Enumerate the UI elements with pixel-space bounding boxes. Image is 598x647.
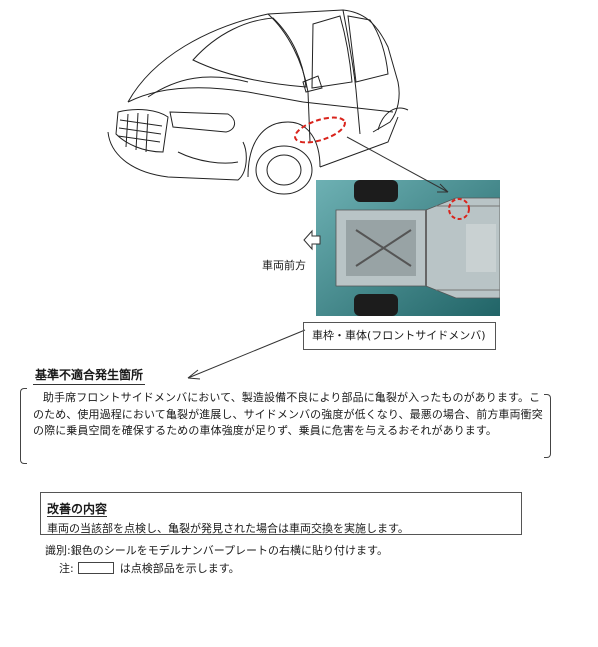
left-bracket: [20, 388, 27, 464]
improvement-heading: 改善の内容: [47, 502, 108, 517]
note-suffix: は点検部品を示します。: [119, 562, 240, 575]
underbody-photo: [316, 180, 500, 316]
note-prefix: 注:: [59, 562, 74, 575]
car-illustration: [107, 9, 409, 195]
improvement-box: 改善の内容 車両の当該部を点検し、亀裂が発見された場合は車両交換を実施します。: [40, 492, 522, 535]
nonconformity-location-heading: 基準不適合発生箇所: [33, 366, 146, 385]
right-bracket: [544, 394, 551, 458]
nonconformity-description: 助手席フロントサイドメンバにおいて、製造設備不良により部品に亀裂が入ったものがあ…: [33, 391, 543, 437]
note-line: 注: は点検部品を示します。: [59, 560, 240, 576]
identification-text: 識別:銀色のシールをモデルナンバープレートの右横に貼り付けます。: [45, 544, 388, 557]
part-callout-label: 車枠・車体(フロントサイドメンバ): [303, 322, 496, 350]
front-direction-label: 車両前方: [262, 259, 306, 272]
improvement-body: 車両の当該部を点検し、亀裂が発見された場合は車両交換を実施します。: [47, 522, 409, 535]
front-direction-arrow-icon: [303, 229, 321, 251]
inspection-part-legend-box: [77, 562, 114, 574]
